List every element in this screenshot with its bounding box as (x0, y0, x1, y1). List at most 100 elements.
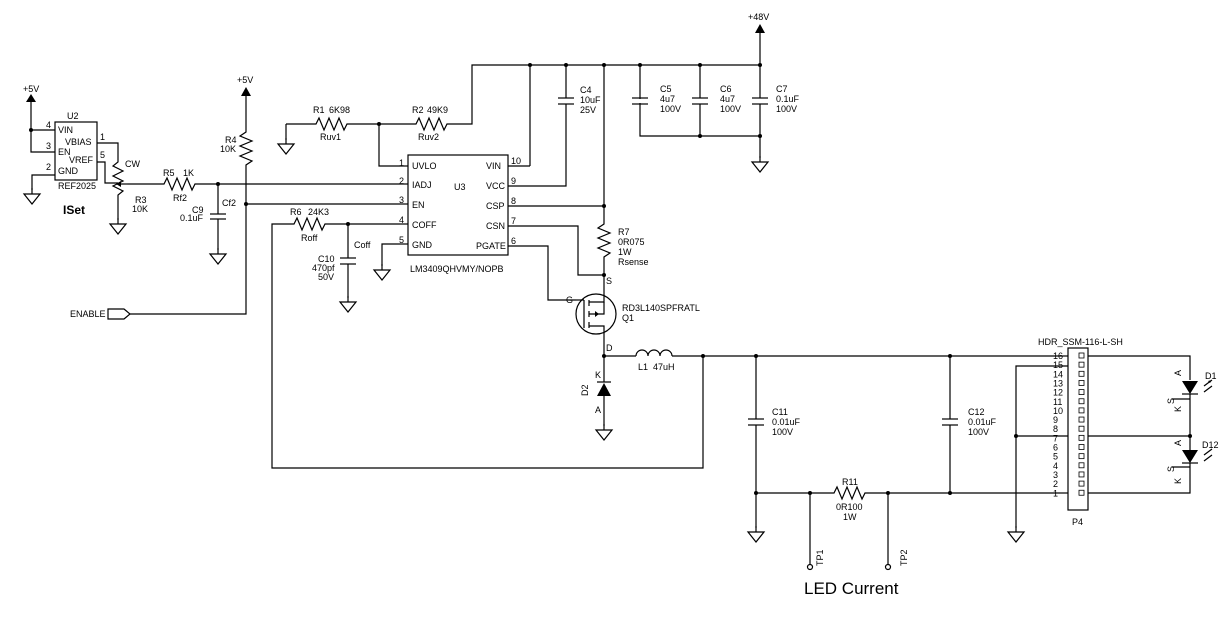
u3-pin-name: PGATE (476, 241, 506, 251)
led-current-label: LED Current (804, 579, 899, 598)
supply-5v-label: +5V (237, 75, 253, 85)
u3-pin-name: GND (412, 240, 433, 250)
tp2-ref: TP2 (899, 549, 909, 566)
c10-capacitor: Coff C10 470pf 50V (312, 224, 371, 313)
d12-k: K (1173, 478, 1183, 484)
d12-s: S (1166, 466, 1176, 472)
u2-ref2025: U2 VIN VBIAS EN VREF GND REF2025 4 1 3 5… (46, 111, 105, 191)
p4-pin-pad (1078, 471, 1085, 478)
d2-ref: D2 (580, 384, 590, 396)
r3-potentiometer: CW R3 10K (109, 158, 148, 235)
c9-value: 0.1uF (180, 213, 204, 223)
r1-ref: R1 (313, 105, 325, 115)
u3-pin-name: VCC (486, 181, 506, 191)
iset-label: ISet (63, 203, 85, 217)
d12-a: A (1173, 440, 1183, 446)
r2-ref: R2 (412, 105, 424, 115)
r6-value: 24K3 (308, 207, 329, 217)
c4-value: 10uF (580, 95, 601, 105)
c6-voltage: 100V (720, 104, 741, 114)
p4-pin-pad (1078, 398, 1085, 405)
p4-ref: P4 (1072, 517, 1083, 527)
c4-voltage: 25V (580, 105, 596, 115)
r6-name: Roff (301, 233, 318, 243)
u3-pin-num: 3 (399, 195, 404, 205)
r11-ref: R11 (842, 477, 858, 487)
q1-part: RD3L140SPFRATL (622, 303, 700, 313)
c11-value: 0.01uF (772, 417, 801, 427)
tp1-test-point: TP1 (806, 493, 825, 571)
u3-pin-name: IADJ (412, 180, 432, 190)
c12-capacitor: C12 0.01uF 100V (942, 356, 997, 493)
r6-ref: R6 (290, 207, 302, 217)
p4-pin-number: 10 (1053, 406, 1063, 416)
q1-pin-d: D (606, 343, 613, 353)
r3-ref: R3 (135, 195, 147, 205)
d2-a: A (595, 405, 601, 415)
u3-pin-num: 8 (511, 196, 516, 206)
p4-pin-number: 3 (1053, 470, 1058, 480)
p4-pin-number: 5 (1053, 452, 1058, 462)
u2-part: REF2025 (58, 181, 96, 191)
c5-voltage: 100V (660, 104, 681, 114)
p4-pin-pad (1078, 489, 1085, 496)
p4-pin-number: 15 (1053, 360, 1063, 370)
p4-pin-pad (1078, 444, 1085, 450)
u2-pin-vbias: VBIAS (65, 137, 92, 147)
u2-pin-en: EN (58, 147, 71, 157)
u2-pin-gnd: GND (58, 166, 79, 176)
supply-48v-label: +48V (748, 12, 769, 22)
p4-pin-pad (1078, 434, 1085, 441)
r3-value: 10K (132, 204, 148, 214)
u3-pin-name: CSP (486, 201, 505, 211)
p4-pin-pad (1078, 416, 1085, 423)
q1-pin-s: S (606, 276, 612, 286)
supply-48v: +48V (748, 12, 769, 65)
supply-5v-r4: +5V (237, 75, 253, 128)
c11-ref: C11 (772, 407, 788, 417)
c10-value: 470pf (312, 263, 335, 273)
u3-pin-num: 5 (399, 235, 404, 245)
c5-capacitor: C5 4u7 100V (632, 84, 681, 114)
c10-name: Coff (354, 240, 371, 250)
p4-pin-number: 1 (1053, 488, 1058, 498)
r6-resistor: R6 24K3 Roff (290, 207, 330, 243)
r5-ref: R5 (163, 168, 175, 178)
c7-ref: C7 (776, 84, 788, 94)
u2-pinnum-gnd: 2 (46, 162, 51, 172)
u3-pin-num: 6 (511, 236, 516, 246)
p4-pin-pad (1078, 361, 1085, 368)
tp1-ref: TP1 (815, 549, 825, 566)
c6-ref: C6 (720, 84, 732, 94)
c11-capacitor: C11 0.01uF 100V (747, 356, 801, 543)
r7-ref: R7 (618, 227, 630, 237)
p4-pin-number: 4 (1053, 461, 1058, 471)
c11-voltage: 100V (772, 427, 793, 437)
p4-pin-pad (1078, 389, 1085, 396)
c12-ref: C12 (968, 407, 985, 417)
r4-value: 10K (220, 144, 236, 154)
r1-name: Ruv1 (320, 132, 341, 142)
p4-pin-pad (1078, 453, 1085, 460)
r5-name: Rf2 (173, 193, 187, 203)
u3-part: LM3409QHVMY/NOPB (410, 264, 504, 274)
c5-value: 4u7 (660, 94, 675, 104)
u2-pinnum-vref: 5 (100, 150, 105, 160)
u3-lm3409: U3 LM3409QHVMY/NOPB 1 UVLO 2 IADJ 3 EN 4… (399, 154, 530, 274)
p4-pin-number: 13 (1053, 378, 1063, 388)
u3-ref: U3 (454, 182, 466, 192)
d2-diode: K A D2 (580, 356, 613, 441)
c9-ref: C9 (192, 205, 204, 215)
l1-inductor: L1 47uH (635, 349, 675, 372)
c6-value: 4u7 (720, 94, 735, 104)
p4-pin-number: 16 (1053, 351, 1063, 361)
p4-part: HDR_SSM-116-L-SH (1038, 337, 1123, 347)
p4-pin-number: 14 (1053, 369, 1063, 379)
u3-pin-num: 2 (399, 176, 404, 186)
supply-5v-u2: +5V (23, 84, 39, 130)
u3-pin-name: UVLO (412, 161, 437, 171)
p4-pin-number: 6 (1053, 443, 1058, 453)
u3-pin-num: 1 (399, 158, 404, 168)
p4-pin-pad (1078, 352, 1085, 359)
